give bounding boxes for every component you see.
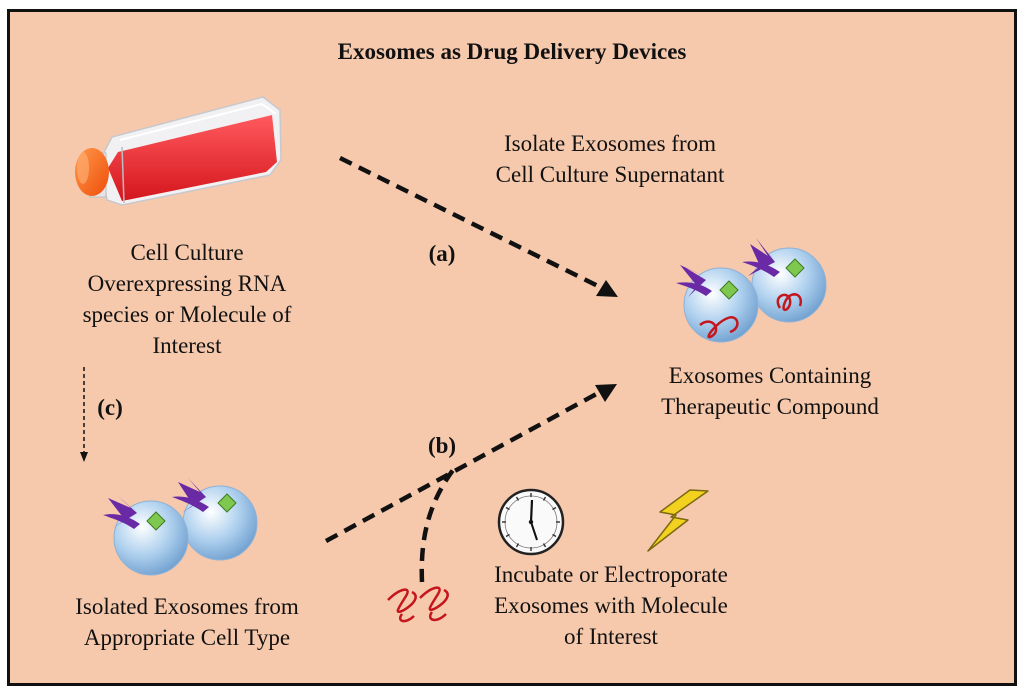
loaded-exosome-pair (676, 238, 827, 343)
isolated-exosome-pair (103, 478, 258, 576)
receptor-icon (178, 478, 206, 513)
cargo-molecule (146, 511, 166, 531)
clock-icon (497, 488, 565, 556)
rna-strand-icon (387, 586, 449, 623)
route-b-label: (b) (427, 433, 457, 458)
exosomes-containing-label: Exosomes Containing Therapeutic Compound (661, 363, 879, 419)
lightning-icon (647, 489, 709, 552)
receptor-icon (748, 238, 775, 276)
cargo-molecule (719, 280, 739, 300)
cell-culture-label: Cell Culture Overexpressing RNA species … (82, 240, 292, 358)
culture-flask-icon (75, 96, 282, 206)
rna-loading-path (419, 464, 458, 583)
incubate-electroporate-label: Incubate or Electroporate Exosomes with … (494, 562, 728, 649)
arrow-c (80, 367, 88, 462)
arrow-a (338, 155, 618, 297)
route-a-label: (a) (428, 241, 456, 266)
diagram-title: Exosomes as Drug Delivery Devices (337, 39, 687, 64)
arrow-b (324, 384, 617, 543)
rna-strand-icon (776, 293, 803, 311)
isolate-supernatant-label: Isolate Exosomes from Cell Culture Super… (495, 131, 725, 187)
isolated-exosomes-label: Isolated Exosomes from Appropriate Cell … (75, 594, 299, 650)
route-c-label: (c) (97, 395, 123, 420)
cargo-molecule (785, 258, 805, 278)
cargo-molecule (217, 493, 237, 513)
receptor-icon (108, 495, 137, 528)
rna-strand-icon (699, 316, 739, 339)
receptor-icon (680, 265, 706, 297)
